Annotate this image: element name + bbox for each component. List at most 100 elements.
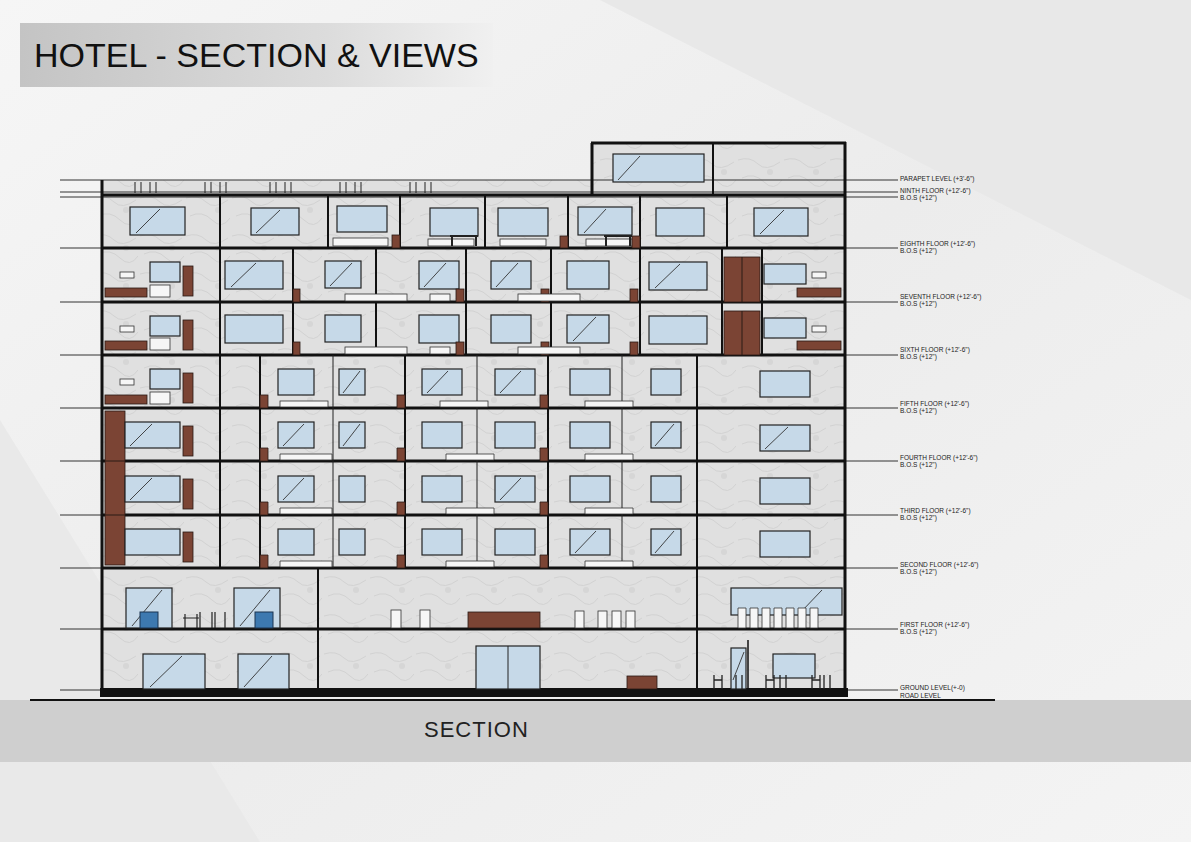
window [760, 371, 810, 397]
window [278, 369, 314, 395]
outer-wall [101, 180, 104, 690]
railing-post [135, 182, 431, 193]
road-line [30, 699, 995, 701]
window [339, 422, 365, 448]
window [567, 315, 609, 343]
window [773, 654, 815, 678]
window [339, 476, 365, 502]
level-label: B.O.S (+12") [900, 568, 937, 575]
level-label: FIRST FLOOR (+12'-6") [900, 621, 969, 628]
level-line [60, 302, 898, 303]
title-banner: HOTEL - SECTION & VIEWS [20, 23, 493, 87]
level-label: B.O.S (+12") [900, 300, 937, 307]
fixture [150, 285, 170, 297]
level-line [60, 180, 898, 181]
glass-mark [427, 371, 448, 393]
cabinet [105, 395, 147, 404]
window [495, 369, 535, 395]
window [126, 588, 172, 628]
glass-mark [130, 478, 152, 500]
glass-mark [760, 210, 784, 234]
glass-mark [573, 317, 596, 341]
level-label: B.O.S (+12") [900, 628, 937, 635]
level-line [60, 408, 898, 409]
door [293, 342, 300, 355]
level-line [60, 629, 898, 630]
door [260, 395, 268, 408]
glass-mark [765, 427, 788, 449]
window [150, 369, 180, 389]
window [143, 654, 205, 689]
window [422, 529, 462, 555]
door [456, 342, 464, 355]
glass-mark [256, 210, 280, 233]
bed [440, 401, 488, 407]
window [760, 478, 810, 504]
level-label: B.O.S (+12") [900, 514, 937, 521]
ground-floor-spaces [143, 640, 830, 690]
glass-mark [500, 478, 521, 500]
glass-mark [330, 263, 352, 286]
level-lines [30, 180, 995, 700]
glass-mark [500, 371, 521, 393]
door [630, 289, 638, 302]
level-line [60, 192, 898, 193]
window [731, 648, 746, 689]
typical-floor-rooms [105, 411, 810, 568]
partition-wall [318, 568, 697, 690]
tall-cabinet [105, 411, 125, 565]
fixture [150, 392, 170, 404]
cabinet [797, 341, 841, 350]
cabinet-joint [105, 515, 125, 516]
sixth-floor-rooms [105, 369, 810, 408]
level-label: B.O.S (+12") [900, 194, 937, 201]
door [183, 320, 193, 350]
window [422, 369, 462, 395]
glass-mark [283, 424, 304, 446]
level-label: B.O.S (+12") [900, 247, 937, 254]
level-label: EIGHTH FLOOR (+12'-6") [900, 240, 975, 247]
cabinet [797, 288, 841, 297]
level-line [60, 461, 898, 462]
bed [345, 294, 407, 301]
window [419, 315, 459, 343]
bed [585, 401, 633, 407]
door [560, 236, 568, 248]
parapet-fill [102, 180, 592, 195]
partition-wall [747, 640, 749, 690]
ninth-floor-rooms [130, 206, 808, 248]
glass-mark [130, 424, 152, 446]
lift-door-split [742, 311, 743, 355]
level-line [60, 248, 898, 249]
floor-slab [102, 247, 845, 250]
door [183, 532, 193, 562]
level-line [60, 355, 898, 356]
window [325, 315, 361, 342]
window [613, 154, 704, 182]
window [339, 369, 365, 395]
window [754, 208, 808, 236]
level-line [60, 568, 898, 569]
window [649, 316, 707, 344]
parapet-railing [135, 182, 431, 193]
lift-door [724, 311, 760, 355]
bed [345, 347, 407, 354]
level-label: FOURTH FLOOR (+12'-6") [900, 454, 978, 461]
chairs [183, 612, 225, 628]
window [570, 476, 610, 502]
chairs [450, 236, 632, 246]
partition-wall [333, 355, 622, 568]
door [183, 373, 193, 403]
chair [626, 611, 635, 628]
glass-mark [584, 209, 606, 233]
partition-wall [220, 355, 697, 568]
level-label: FIFTH FLOOR (+12'-6") [900, 400, 969, 407]
window [234, 588, 280, 628]
first-floor-spaces [126, 588, 842, 628]
window [567, 261, 609, 289]
window [570, 529, 610, 555]
window [150, 262, 180, 282]
counter [586, 239, 632, 246]
window [430, 208, 478, 236]
counter [500, 239, 546, 246]
